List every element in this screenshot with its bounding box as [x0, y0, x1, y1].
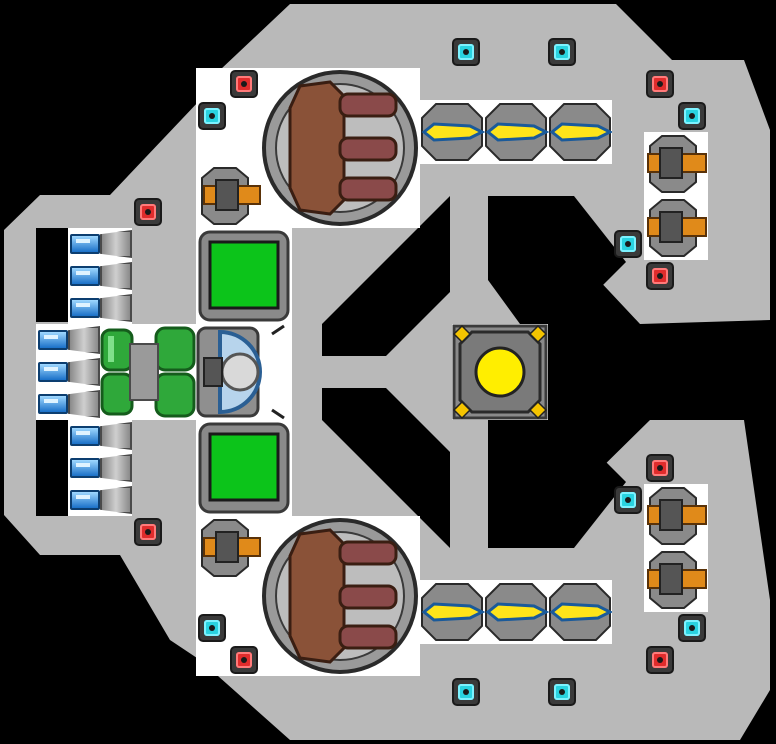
engine-tank-right-top	[154, 326, 196, 372]
reactor-core[interactable]	[452, 324, 548, 420]
missile-body	[421, 602, 486, 622]
red-sensor-5[interactable]	[646, 454, 674, 482]
gun-breech	[659, 147, 683, 179]
turret-barrel-3	[338, 624, 398, 650]
turret-barrel-1	[338, 540, 398, 566]
red-sensor-2[interactable]	[646, 70, 674, 98]
cyan-sensor-4[interactable]	[678, 102, 706, 130]
missile-rack-top[interactable]	[420, 100, 612, 164]
cyan-sensor-3[interactable]	[198, 102, 226, 130]
turret-barrel-2	[338, 584, 398, 610]
gun-left-bottom[interactable]	[196, 516, 264, 580]
gun-breech	[659, 563, 683, 595]
missile-body	[549, 122, 612, 142]
turret-body	[288, 528, 346, 664]
turret-top[interactable]	[260, 68, 420, 228]
turret-barrel-3	[338, 176, 398, 202]
cargo-bay-top[interactable]	[196, 228, 292, 324]
reactor-corner-bl	[452, 400, 472, 420]
missile-launcher-4[interactable]	[421, 583, 486, 641]
red-sensor-6[interactable]	[134, 518, 162, 546]
thruster-7[interactable]	[70, 422, 132, 450]
reactor-corner-tr	[528, 324, 548, 344]
void-left-bottom	[36, 420, 68, 516]
missile-body	[421, 122, 486, 142]
engine-tank-left-bottom	[100, 372, 134, 416]
thruster-5[interactable]	[38, 358, 100, 386]
gun-breech	[659, 499, 683, 531]
thruster-8[interactable]	[70, 454, 132, 482]
void-left-top	[36, 228, 68, 322]
thruster-9[interactable]	[70, 486, 132, 514]
gun-left-top[interactable]	[196, 164, 264, 228]
cockpit-seat	[220, 352, 260, 392]
cyan-sensor-2[interactable]	[548, 38, 576, 66]
missile-body	[485, 602, 550, 622]
gun-right-4[interactable]	[644, 548, 708, 612]
reactor-glow	[474, 346, 526, 398]
gun-right-3[interactable]	[644, 484, 708, 548]
cyan-sensor-8[interactable]	[678, 614, 706, 642]
void-right-upper	[518, 196, 626, 340]
turret-barrel-1	[338, 92, 398, 118]
engine-tank-left-top	[100, 328, 134, 372]
turret-bottom[interactable]	[260, 516, 420, 676]
engine-block[interactable]	[100, 324, 196, 420]
cockpit-console	[203, 357, 223, 387]
cockpit-antenna-bottom	[271, 408, 285, 420]
engine-pipe	[129, 343, 159, 401]
cyan-sensor-7[interactable]	[198, 614, 226, 642]
engine-highlight	[108, 336, 114, 362]
gun-right-2[interactable]	[644, 196, 708, 260]
thruster-3[interactable]	[70, 294, 132, 322]
void-left-lower	[322, 388, 450, 548]
missile-launcher-1[interactable]	[421, 103, 486, 161]
cyan-sensor-5[interactable]	[614, 230, 642, 258]
red-sensor-1[interactable]	[230, 70, 258, 98]
hull-outline	[4, 4, 770, 740]
missile-body	[485, 122, 550, 142]
gun-breech	[215, 179, 239, 211]
cyan-sensor-10[interactable]	[548, 678, 576, 706]
missile-rack-bottom[interactable]	[420, 580, 612, 644]
turret-barrel-2	[338, 136, 398, 162]
cyan-sensor-9[interactable]	[452, 678, 480, 706]
missile-launcher-6[interactable]	[549, 583, 612, 641]
turret-body	[288, 80, 346, 216]
gun-breech	[215, 531, 239, 563]
missile-launcher-5[interactable]	[485, 583, 550, 641]
red-sensor-4[interactable]	[646, 262, 674, 290]
cyan-sensor-1[interactable]	[452, 38, 480, 66]
red-sensor-8[interactable]	[646, 646, 674, 674]
void-right-lower	[518, 404, 626, 548]
cockpit-antenna-top	[271, 324, 285, 336]
void-left-upper	[322, 196, 450, 356]
gun-breech	[659, 211, 683, 243]
thruster-2[interactable]	[70, 262, 132, 290]
cargo-fill	[208, 240, 280, 310]
thruster-4[interactable]	[38, 326, 100, 354]
missile-launcher-2[interactable]	[485, 103, 550, 161]
red-sensor-3[interactable]	[134, 198, 162, 226]
missile-body	[549, 602, 612, 622]
cargo-bay-bottom[interactable]	[196, 420, 292, 516]
reactor-corner-tl	[452, 324, 472, 344]
thruster-6[interactable]	[38, 390, 100, 418]
reactor-corner-br	[528, 400, 548, 420]
engine-tank-right-bottom	[154, 372, 196, 418]
gun-right-1[interactable]	[644, 132, 708, 196]
missile-launcher-3[interactable]	[549, 103, 612, 161]
red-sensor-7[interactable]	[230, 646, 258, 674]
cockpit[interactable]	[196, 324, 292, 420]
cargo-fill	[208, 432, 280, 502]
cyan-sensor-6[interactable]	[614, 486, 642, 514]
thruster-1[interactable]	[70, 230, 132, 258]
